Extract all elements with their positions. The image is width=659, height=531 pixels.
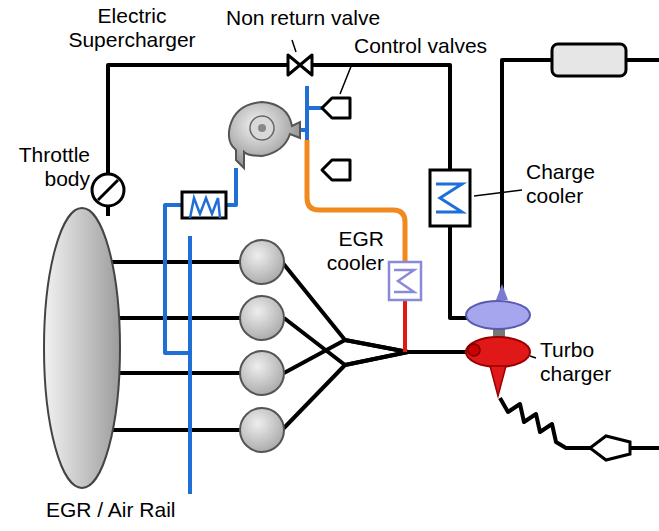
cylinder — [240, 296, 284, 340]
charge-pipe — [450, 226, 468, 318]
turbocharger-symbol — [466, 284, 530, 396]
intake-manifold — [44, 208, 120, 488]
pre-cooler-symbol — [182, 192, 226, 218]
runner — [110, 428, 242, 432]
part-label: Electric Supercharger — [62, 4, 202, 52]
egr-air-rail — [188, 236, 192, 494]
air-inlet — [626, 58, 659, 62]
leader-line — [474, 190, 522, 196]
part-label: EGR / Air Rail — [46, 498, 306, 522]
part-label: Throttle body — [2, 143, 90, 191]
leader-line — [292, 40, 296, 52]
leader-line — [530, 356, 536, 358]
runner — [118, 316, 242, 320]
cylinder — [240, 351, 284, 395]
exhaust-pipe — [408, 350, 468, 354]
part-label: Control valves — [354, 34, 554, 58]
cylinders — [240, 240, 284, 452]
mixture-pipes — [165, 86, 307, 494]
tailpipe — [630, 446, 659, 450]
mixture-feed — [165, 205, 190, 353]
air-filter — [552, 44, 626, 76]
part-label: EGR cooler — [314, 227, 384, 275]
control-valve-symbols — [307, 98, 350, 180]
charge-cooler-symbol — [430, 170, 470, 226]
leader-line — [340, 64, 352, 94]
runner — [118, 371, 242, 375]
part-label: Non return valve — [226, 6, 496, 30]
cylinder — [240, 240, 284, 284]
runner — [110, 260, 242, 264]
intake-pipe — [108, 65, 450, 174]
egr-pipes — [307, 140, 405, 352]
egr-cooler-symbol — [389, 262, 421, 300]
part-label: Turbo charger — [540, 338, 640, 386]
non-return-valve-symbol — [288, 55, 312, 75]
cylinder — [240, 408, 284, 452]
supercharger-symbol — [229, 102, 300, 168]
exhaust-runner — [282, 352, 408, 430]
exhaust-aftertreatment — [590, 436, 630, 460]
exhaust-flex — [500, 398, 590, 448]
throttle-symbol — [92, 174, 124, 206]
part-label: Charge cooler — [526, 160, 636, 208]
egr-pipe-hot — [403, 300, 407, 352]
